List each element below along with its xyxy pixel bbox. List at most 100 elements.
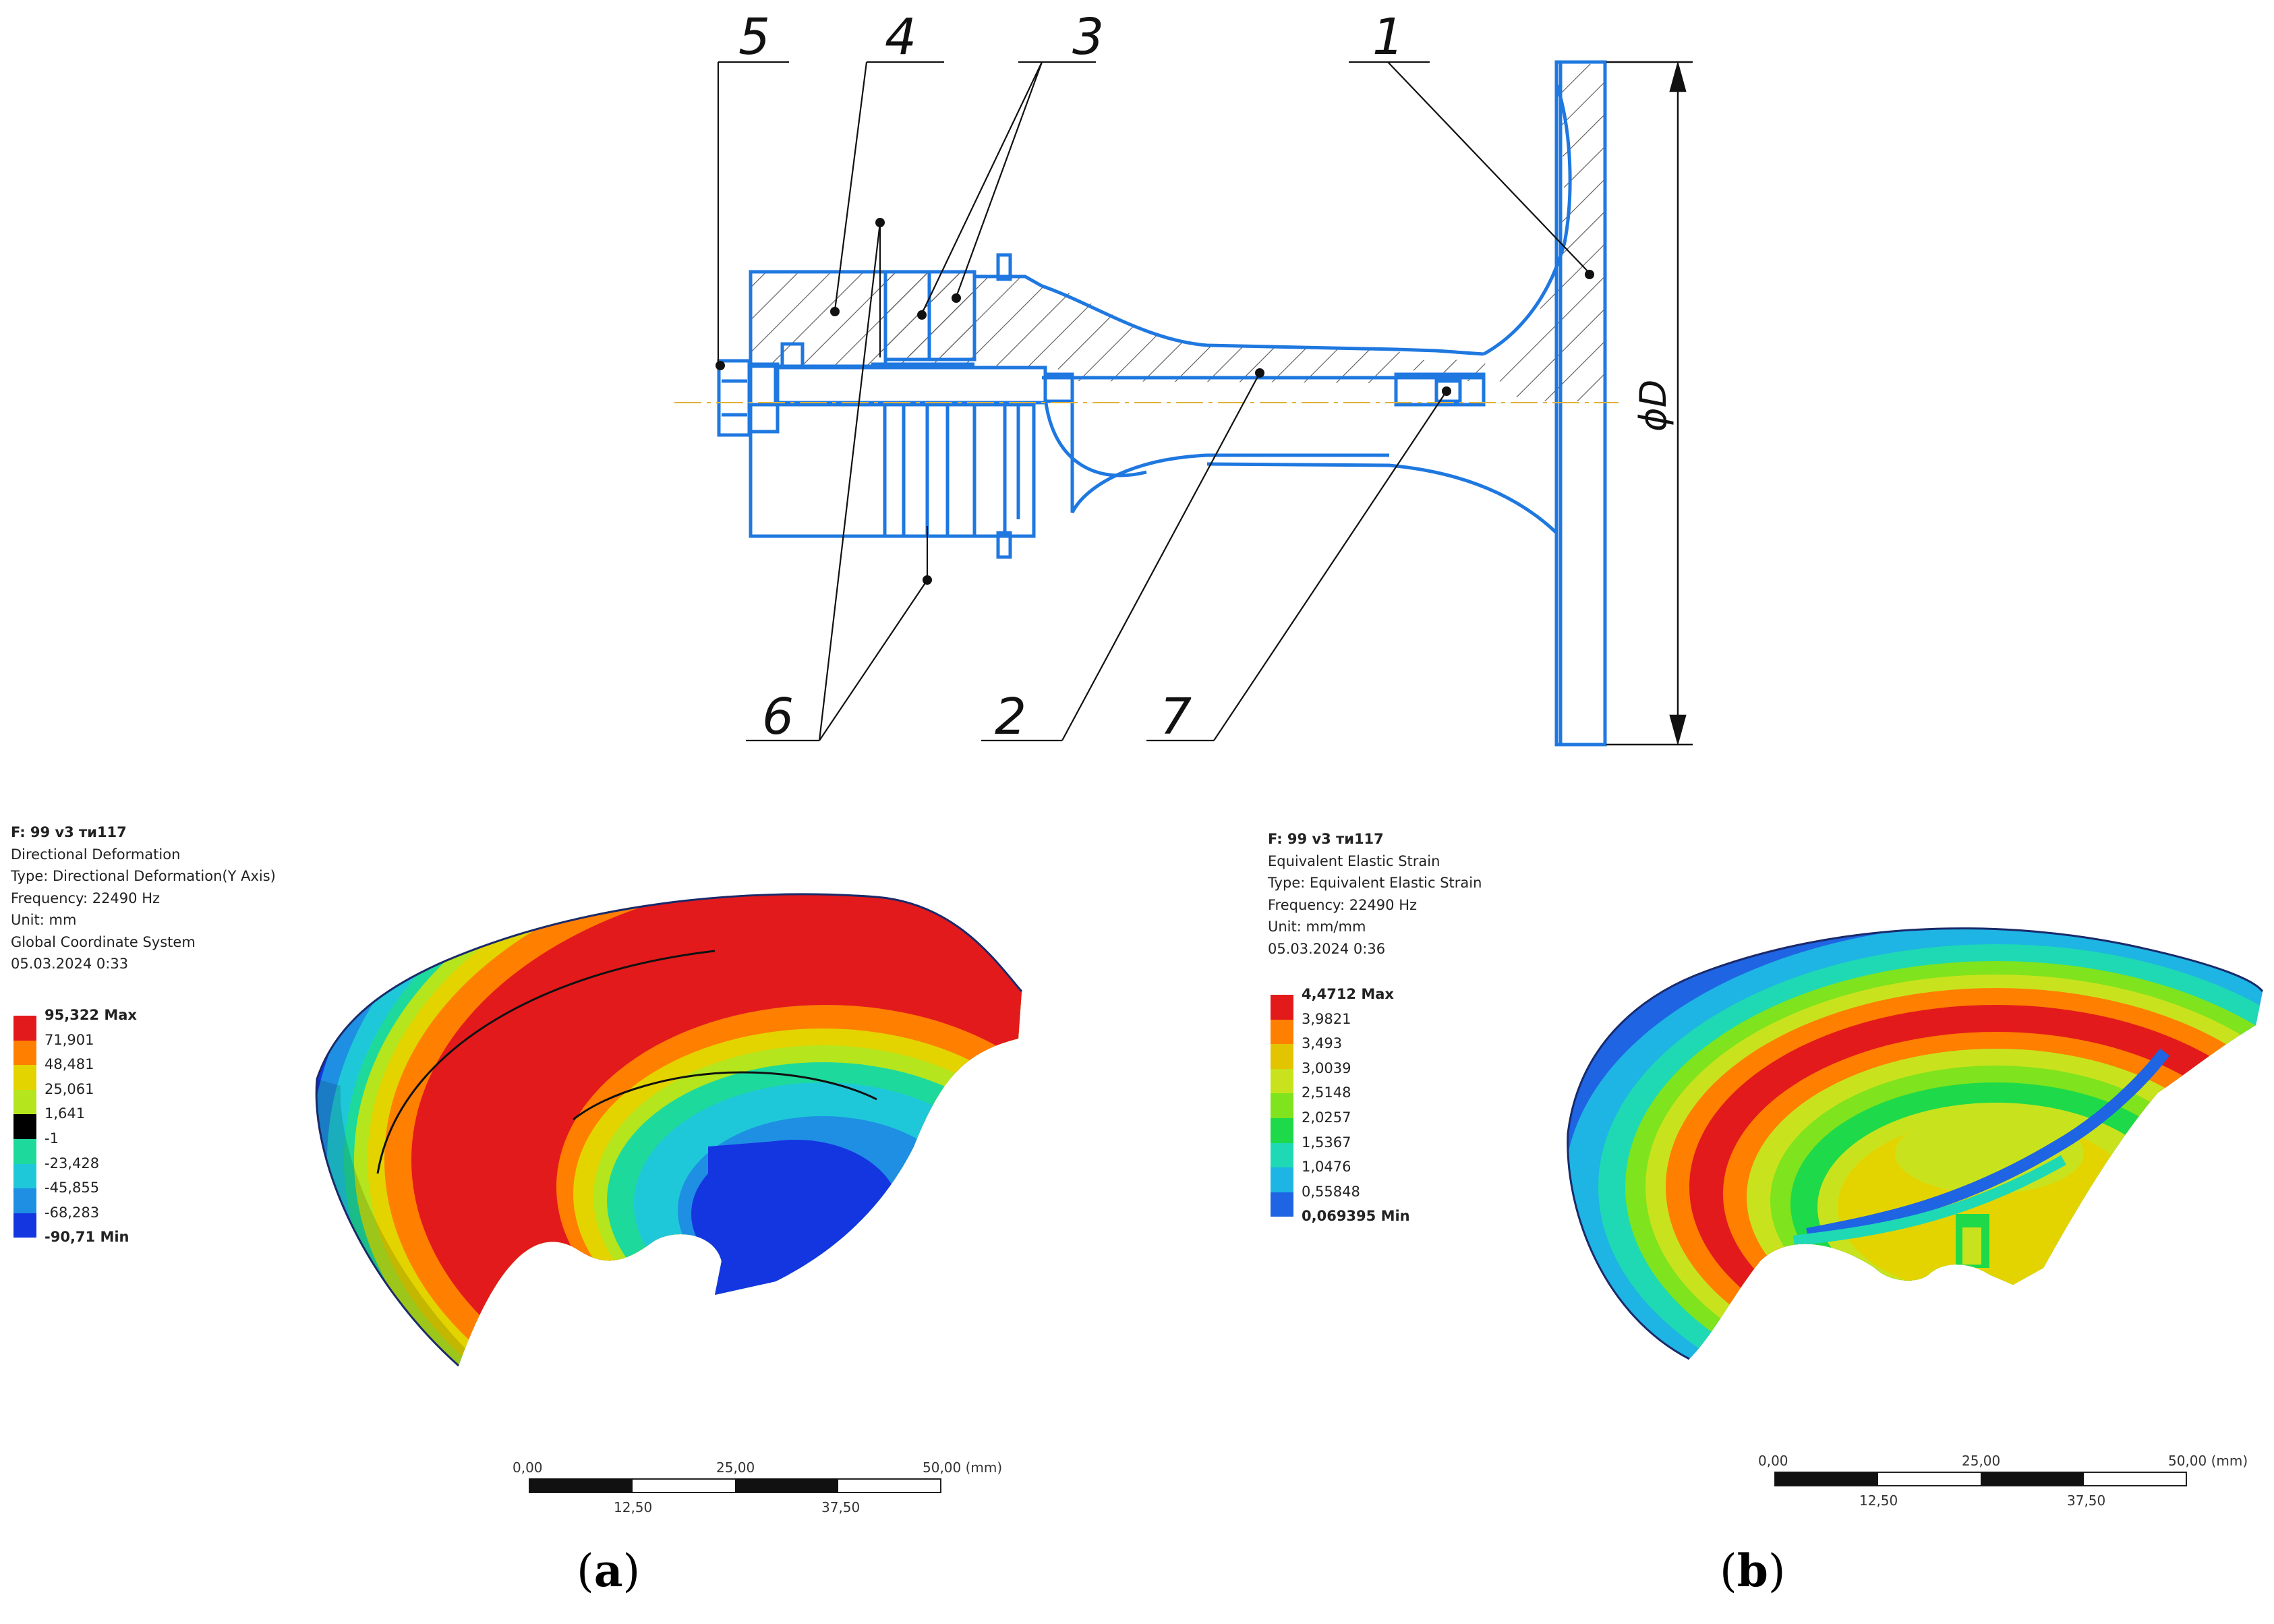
legend-swatch: [13, 1016, 36, 1041]
callout-7: 7: [1160, 688, 1192, 746]
legend-row: -68,283: [13, 1205, 229, 1238]
legend-label: 25,061: [45, 1080, 94, 1097]
legend-min-label: -90,71 Min: [45, 1229, 129, 1245]
legend-label: 0,55848: [1302, 1183, 1360, 1200]
legend-swatch: [13, 1065, 36, 1090]
legend-swatch: [13, 1188, 36, 1213]
legend-label: -45,855: [45, 1180, 100, 1196]
panel-b-info-line: Frequency: 22490 Hz: [1268, 896, 1418, 913]
legend-label: 1,5367: [1302, 1134, 1351, 1151]
callout-5: 5: [738, 8, 770, 66]
legend-swatch: [1271, 1118, 1293, 1143]
legend-row: 25,061: [13, 1081, 229, 1115]
legend-min-label: 0,069395 Min: [1302, 1208, 1410, 1224]
legend-swatch: [1271, 1044, 1293, 1069]
legend-row: 3,0039: [1271, 1060, 1486, 1094]
legend-swatch: [13, 1213, 36, 1238]
caption-b: (b): [1720, 1544, 1786, 1597]
panel-a-info-line: Frequency: 22490 Hz: [11, 890, 161, 906]
legend-label: 1,0476: [1302, 1159, 1351, 1176]
panel-a-info-line: Type: Directional Deformation(Y Axis): [11, 868, 276, 884]
caption-b-open: (: [1720, 1545, 1737, 1597]
legend-swatch: [13, 1089, 36, 1115]
legend-label: 3,9821: [1302, 1010, 1351, 1027]
legend-row: 1,0476: [1271, 1159, 1486, 1192]
legend-label: -1: [45, 1130, 59, 1147]
legend-swatch: [1271, 1019, 1293, 1045]
caption-a-open: (: [577, 1545, 594, 1597]
shaft-hatch: [974, 277, 1487, 383]
panel-b-info: F: 99 v3 ти117 Equivalent Elastic Strain…: [1268, 828, 1482, 960]
legend-row: 3,493: [1271, 1035, 1486, 1069]
legend-swatch: [13, 1114, 36, 1139]
sleeve-lower: [749, 403, 1036, 538]
panel-b-info-line: Unit: mm/mm: [1268, 919, 1366, 935]
caption-a-letter: a: [593, 1544, 623, 1597]
legend-row: 2,5148: [1271, 1084, 1486, 1118]
panel-a-info-line: F: 99 v3 ти117: [11, 824, 127, 840]
legend-swatch: [13, 1040, 36, 1066]
legend-swatch: [13, 1138, 36, 1164]
legend-label: 3,493: [1302, 1035, 1343, 1052]
legend-row: 2,0257: [1271, 1109, 1486, 1143]
caption-a-close: ): [622, 1545, 641, 1597]
disk-hatch: [1487, 64, 1604, 401]
legend-label: 4,4712 Max: [1302, 986, 1394, 1002]
legend-row: 4,4712 Max: [1271, 986, 1486, 1020]
legend-row: 0,55848: [1271, 1184, 1486, 1217]
panel-b-info-line: F: 99 v3 ти117: [1268, 831, 1384, 847]
caption-b-close: ): [1768, 1545, 1786, 1597]
legend-row: -1: [13, 1130, 229, 1164]
legend-row: 48,481: [13, 1056, 229, 1090]
legend-label: 48,481: [45, 1056, 94, 1073]
callout-1: 1: [1372, 8, 1404, 66]
legend-label: -23,428: [45, 1155, 100, 1171]
legend-row: 95,322 Max: [13, 1007, 229, 1041]
legend-label: 2,5148: [1302, 1084, 1351, 1101]
legend-swatch: [1271, 995, 1293, 1020]
callout-2: 2: [995, 688, 1026, 746]
legend-swatch: [1271, 1142, 1293, 1168]
leader-lines: [717, 61, 1590, 742]
leader-dots: [716, 218, 1594, 585]
panel-b-legend: 4,4712 Max 3,9821 3,493 3,0039 2,5148 2,…: [1271, 986, 1486, 1224]
callout-3: 3: [1072, 8, 1104, 66]
legend-swatch: [1271, 1167, 1293, 1192]
legend-label: 95,322 Max: [45, 1007, 137, 1023]
panel-a-info-line: Directional Deformation: [11, 846, 181, 863]
caption-b-letter: b: [1737, 1544, 1768, 1597]
legend-row: -45,855: [13, 1180, 229, 1213]
legend-row: 1,5367: [1271, 1134, 1486, 1168]
ring-outline-2: [927, 270, 976, 361]
legend-label: 2,0257: [1302, 1109, 1351, 1126]
dimension-line: [1606, 61, 1693, 746]
legend-row: -23,428: [13, 1155, 229, 1189]
legend-label: 1,641: [45, 1105, 86, 1122]
panel-b-info-line: Equivalent Elastic Strain: [1268, 852, 1440, 869]
dimension-label: ϕD: [1632, 380, 1674, 432]
panel-a-info: F: 99 v3 ти117 Directional Deformation T…: [11, 821, 276, 975]
callout-6: 6: [762, 688, 794, 746]
panel-b-info-line: Type: Equivalent Elastic Strain: [1268, 875, 1482, 891]
panel-a-legend: 95,322 Max 71,901 48,481 25,061 1,641 -1…: [13, 1007, 229, 1245]
caption-a: (a): [577, 1544, 640, 1597]
legend-swatch: [13, 1163, 36, 1189]
legend-swatch: [1271, 1068, 1293, 1094]
callout-4: 4: [885, 8, 916, 66]
legend-swatch: [1271, 1192, 1293, 1217]
panel-b-info-line: 05.03.2024 0:36: [1268, 940, 1386, 957]
legend-label: 3,0039: [1302, 1060, 1351, 1076]
panel-a-info-line: 05.03.2024 0:33: [11, 956, 129, 972]
legend-row: 71,901: [13, 1032, 229, 1066]
drawing-outline: [717, 60, 1607, 747]
legend-row: 1,641: [13, 1105, 229, 1139]
legend-label: -68,283: [45, 1204, 100, 1221]
panel-a-info-line: Unit: mm: [11, 912, 77, 928]
legend-swatch: [1271, 1093, 1293, 1118]
legend-label: 71,901: [45, 1031, 94, 1048]
legend-row: 3,9821: [1271, 1011, 1486, 1045]
panel-a-info-line: Global Coordinate System: [11, 933, 196, 950]
